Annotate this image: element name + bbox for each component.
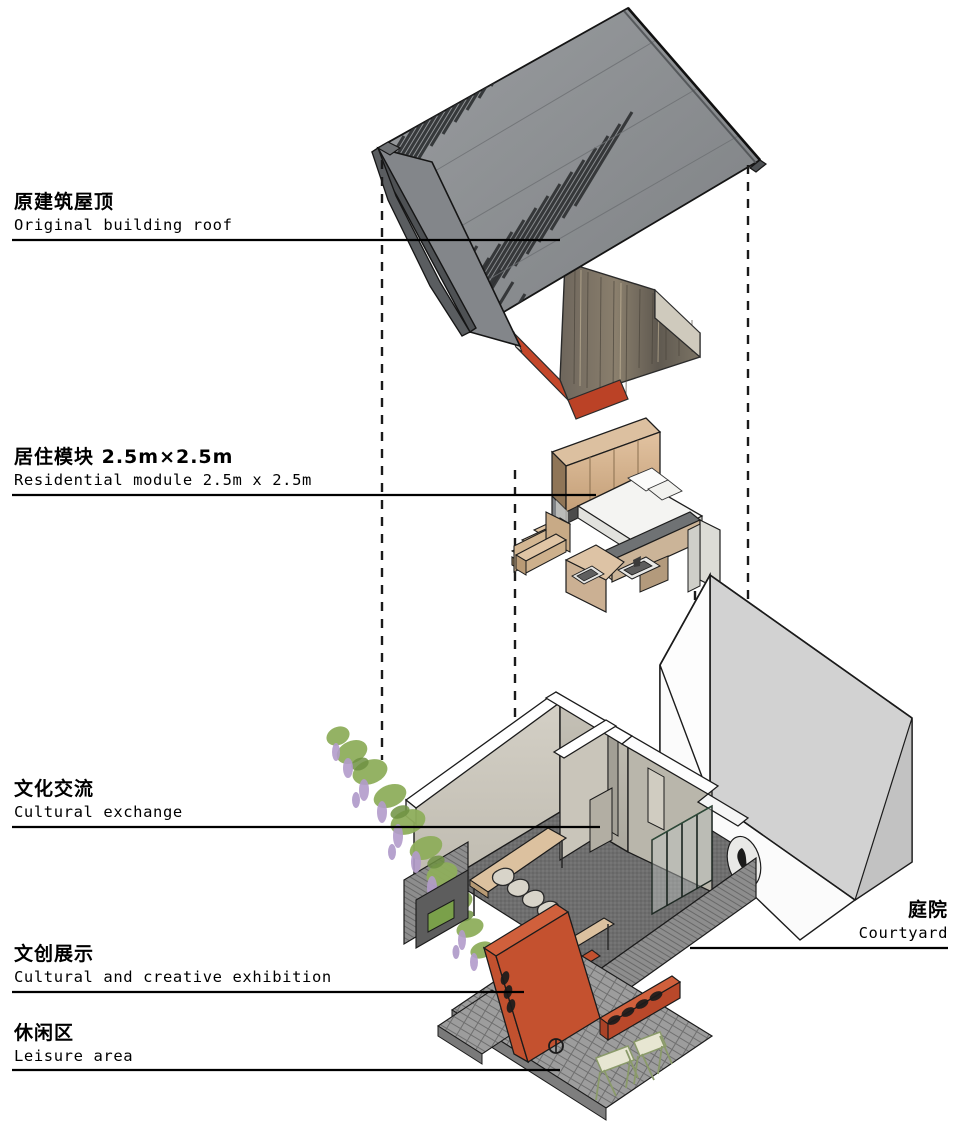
- label-en-courtyard: Courtyard: [858, 923, 948, 942]
- label-cn-cultural-exchange: 文化交流: [14, 778, 95, 800]
- label-cn-leisure-area: 休闲区: [14, 1022, 75, 1044]
- courtyard-volume: [659, 571, 913, 941]
- label-en-original-building-roof: Original building roof: [14, 215, 233, 234]
- bathroom-pod: [564, 544, 625, 613]
- label-courtyard: 庭院 Courtyard: [858, 899, 948, 943]
- white-wall-caps: [404, 691, 750, 827]
- ground-layer: [326, 571, 913, 1121]
- outdoor-chairs: [595, 1031, 673, 1101]
- label-cn-courtyard: 庭院: [907, 899, 948, 921]
- timber-wardrobe: [550, 417, 662, 513]
- label-en-leisure-area: Leisure area: [14, 1046, 134, 1065]
- module-layer: [510, 417, 721, 613]
- label-cn-cultural-creative-exhibition: 文创展示: [14, 943, 95, 965]
- label-cn-original-building-roof: 原建筑屋顶: [14, 191, 115, 213]
- label-en-cultural-exchange: Cultural exchange: [14, 802, 183, 821]
- orange-canopy: [482, 903, 682, 1064]
- sink: [616, 556, 662, 580]
- label-en-residential-module: Residential module 2.5m x 2.5m: [14, 470, 312, 489]
- label-leisure-area: 休闲区 Leisure area: [14, 1022, 134, 1066]
- label-cultural-exchange: 文化交流 Cultural exchange: [14, 778, 183, 822]
- label-cultural-creative-exhibition: 文创展示 Cultural and creative exhibition: [14, 943, 332, 987]
- timber-deck-canopy: [559, 261, 701, 401]
- label-residential-module: 居住模块 2.5m×2.5m Residential module 2.5m x…: [14, 446, 312, 490]
- label-original-building-roof: 原建筑屋顶 Original building roof: [14, 191, 233, 235]
- label-en-cultural-creative-exhibition: Cultural and creative exhibition: [14, 967, 332, 986]
- roof-layer: [371, 6, 768, 420]
- planter-greenery: [427, 899, 455, 933]
- label-cn-residential-module: 居住模块 2.5m×2.5m: [14, 446, 234, 468]
- glass-partition: [651, 804, 713, 916]
- module-right-panel-side: [687, 523, 701, 593]
- floating-shelf: [514, 533, 568, 576]
- leader-rules: [12, 238, 948, 1072]
